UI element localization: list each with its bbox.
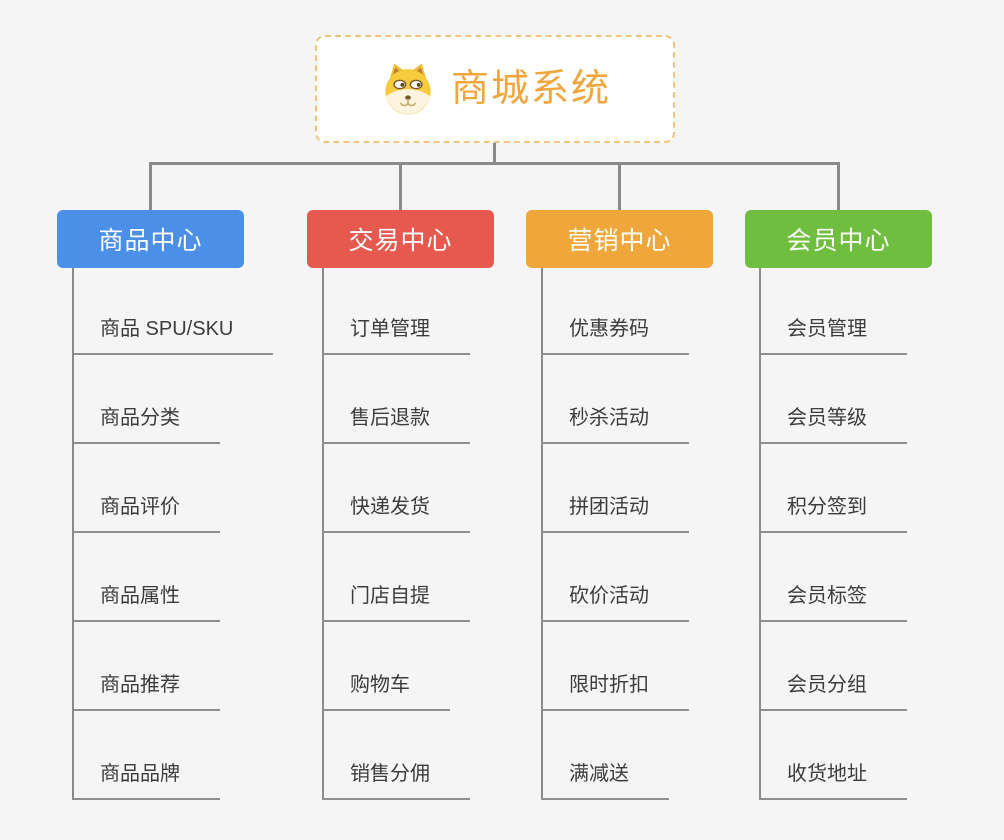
subtopic[interactable]: 门店自提 <box>322 581 470 622</box>
connector-bus <box>149 162 840 165</box>
subtopic[interactable]: 销售分佣 <box>322 759 470 800</box>
subtopic[interactable]: 限时折扣 <box>541 670 689 711</box>
connector-drop <box>399 162 402 210</box>
subtopic[interactable]: 售后退款 <box>322 403 470 444</box>
subtopic[interactable]: 会员标签 <box>759 581 907 622</box>
subtopic[interactable]: 商品推荐 <box>72 670 220 711</box>
connector-drop <box>149 162 152 210</box>
subtopic[interactable]: 商品分类 <box>72 403 220 444</box>
subtopic[interactable]: 会员等级 <box>759 403 907 444</box>
subtopic[interactable]: 购物车 <box>322 670 450 711</box>
subtopic[interactable]: 商品品牌 <box>72 759 220 800</box>
subtopic[interactable]: 砍价活动 <box>541 581 689 622</box>
branch-topic-member-center[interactable]: 会员中心 <box>745 210 932 268</box>
root-topic-title: 商城系统 <box>450 68 611 110</box>
branch-trunk-line <box>72 268 74 800</box>
subtopic[interactable]: 收货地址 <box>759 759 907 800</box>
subtopic[interactable]: 秒杀活动 <box>541 403 689 444</box>
root-connector-stub <box>493 143 496 164</box>
branch-trunk-line <box>322 268 324 800</box>
branch-topic-marketing-center[interactable]: 营销中心 <box>526 210 713 268</box>
subtopic[interactable]: 快递发货 <box>322 492 470 533</box>
subtopic[interactable]: 会员管理 <box>759 314 907 355</box>
subtopic[interactable]: 满减送 <box>541 759 669 800</box>
doge-face-icon <box>385 63 431 115</box>
subtopic[interactable]: 商品 SPU/SKU <box>72 314 274 355</box>
connector-drop <box>837 162 840 210</box>
connector-drop <box>618 162 621 210</box>
branch-topic-product-center[interactable]: 商品中心 <box>57 210 244 268</box>
subtopic[interactable]: 优惠券码 <box>541 314 689 355</box>
branch-trunk-line <box>541 268 543 800</box>
subtopic[interactable]: 商品属性 <box>72 581 220 622</box>
subtopic[interactable]: 商品评价 <box>72 492 220 533</box>
root-topic[interactable]: 商城系统 <box>315 35 675 143</box>
branch-trunk-line <box>759 268 761 800</box>
subtopic[interactable]: 拼团活动 <box>541 492 689 533</box>
branch-topic-trade-center[interactable]: 交易中心 <box>307 210 494 268</box>
subtopic[interactable]: 会员分组 <box>759 670 907 711</box>
subtopic[interactable]: 订单管理 <box>322 314 470 355</box>
subtopic[interactable]: 积分签到 <box>759 492 907 533</box>
